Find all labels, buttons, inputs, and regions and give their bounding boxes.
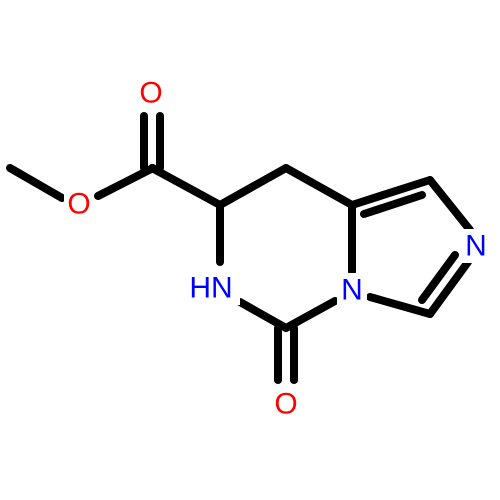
label-bg-ester-carbonyl-o [136, 76, 166, 110]
bond-n2-c3-inner [418, 251, 459, 304]
atom-ester-carbonyl-oxygen: O [139, 77, 162, 110]
atom-bridgehead-nitrogen: N [341, 274, 363, 307]
label-bg-amide-nh [182, 271, 240, 305]
label-bg-imidazole-n [461, 229, 491, 263]
bond-c5-n4 [282, 297, 339, 332]
atom-lactam-oxygen: O [274, 388, 297, 421]
bond-nh-c5 [236, 298, 290, 332]
atom-imidazole-nitrogen: N [465, 230, 487, 263]
bond-n2-c3 [426, 258, 472, 318]
label-bg-ether-o [64, 187, 94, 221]
bond-c1-n2 [426, 176, 474, 234]
bond-ether-carbonyl [94, 164, 157, 200]
atom-labels: O O HN N N O [64, 76, 491, 421]
bond-c8a-c1 [348, 176, 434, 209]
bonds [6, 112, 474, 384]
bond-methyl-ether [6, 164, 66, 202]
atom-ether-oxygen: O [67, 188, 90, 221]
bond-c7-c8 [216, 164, 290, 209]
bond-c8-c8a [282, 164, 356, 209]
label-bg-bridge-n [337, 273, 367, 307]
bond-carbonyl-c7 [148, 164, 224, 209]
label-bg-lactam-o [271, 387, 301, 421]
atom-amide-nh: HN [189, 272, 232, 305]
bond-c3-n4 [366, 293, 434, 318]
bond-c8a-c1-inner [360, 191, 426, 218]
